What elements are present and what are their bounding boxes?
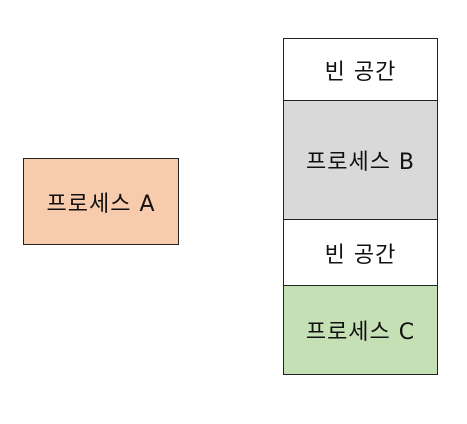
memory-segment-label: 빈 공간 — [324, 242, 397, 268]
process-a-label: 프로세스 A — [46, 191, 156, 217]
memory-segment-free-2: 빈 공간 — [283, 219, 438, 286]
memory-segment-process-b: 프로세스 B — [283, 100, 438, 220]
memory-segment-label: 프로세스 B — [305, 150, 416, 175]
memory-stack: 빈 공간 프로세스 B 빈 공간 프로세스 C — [283, 38, 438, 375]
memory-segment-label: 프로세스 C — [305, 320, 416, 345]
memory-segment-free-1: 빈 공간 — [283, 38, 438, 101]
memory-segment-label: 빈 공간 — [324, 59, 397, 85]
memory-segment-process-c: 프로세스 C — [283, 285, 438, 375]
process-a-block: 프로세스 A — [23, 158, 179, 245]
